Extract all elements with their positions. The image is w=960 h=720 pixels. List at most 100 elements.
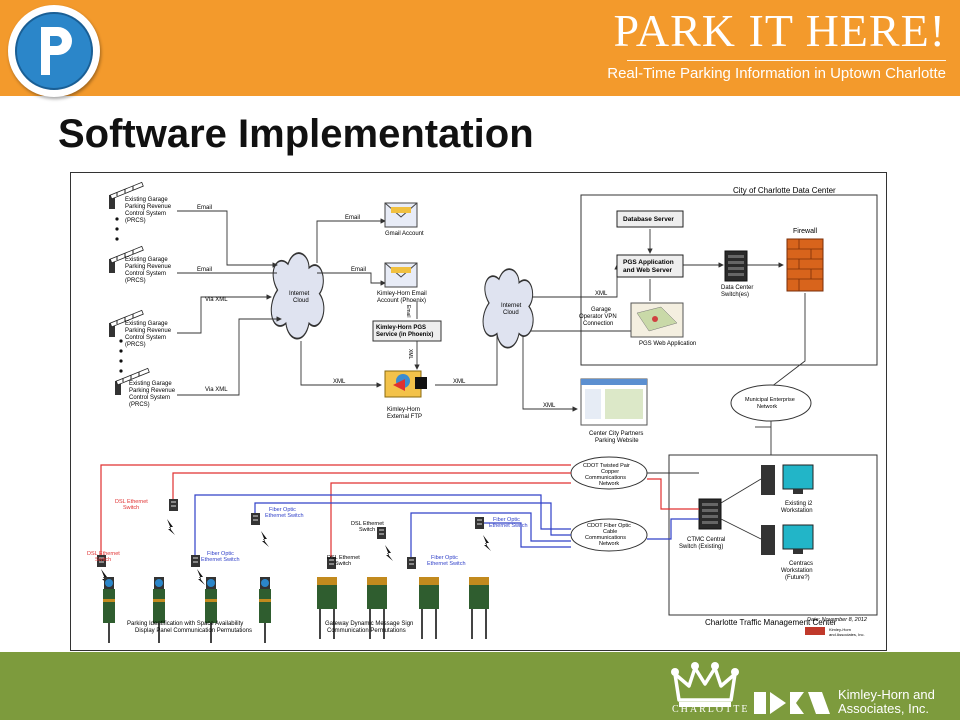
dsl-switch-icon-4 xyxy=(377,527,386,539)
parking-p-icon xyxy=(8,5,100,97)
edge-label-email-3: Email xyxy=(345,215,360,221)
parking-panel-4 xyxy=(259,577,271,643)
fiber-switch-icon-3 xyxy=(407,557,416,569)
gmail-label: Gmail Account xyxy=(385,231,424,237)
fiber-switch-icon-4 xyxy=(475,517,484,529)
svg-text:Parking Identification with Sp: Parking Identification with Space Availa… xyxy=(127,621,252,634)
brand-block: PARK IT HERE! Real-Time Parking Informat… xyxy=(607,4,946,83)
diagram-date: Date: November 8, 2012 xyxy=(807,617,867,623)
tmc-label: Charlotte Traffic Management Center xyxy=(705,618,837,627)
edge-label-via-xml-1: Via XML xyxy=(205,297,228,303)
firewall-label: Firewall xyxy=(793,228,818,235)
edge-label-xml-3: XML xyxy=(543,403,556,409)
kimley-horn-logo-icon xyxy=(754,692,830,714)
fiber-network-lines xyxy=(194,494,699,559)
firewall-icon xyxy=(786,238,824,292)
fiber-switch-icon-2 xyxy=(251,513,260,525)
edge-label-email-2: Email xyxy=(197,267,212,273)
kh-pgs-box xyxy=(372,320,442,342)
parking-panel-1 xyxy=(103,577,115,643)
brand-subtitle: Real-Time Parking Information in Uptown … xyxy=(607,65,946,82)
dms-sign-4 xyxy=(469,577,489,639)
edge-label-via-xml-2: Via XML xyxy=(205,387,228,393)
edge-label-email-1: Email xyxy=(197,205,212,211)
data-center-switch-icon xyxy=(724,250,748,282)
i2-workstation-icon xyxy=(761,464,814,495)
tmc-box xyxy=(668,454,878,616)
pgs-web-app-screenshot xyxy=(630,302,684,338)
edge-label-xml-4: XML xyxy=(595,291,608,297)
footer-bar xyxy=(0,652,960,720)
network-diagram: City of Charlotte Data Center Charlotte … xyxy=(70,172,887,651)
ellipsis-dots xyxy=(115,217,123,373)
charlotte-crown-icon xyxy=(671,662,739,707)
footer-city-label: CHARLOTTE xyxy=(672,704,750,715)
edge-label-xml-1: XML xyxy=(333,379,346,385)
ctmc-switch-icon xyxy=(698,498,722,530)
brand-title: PARK IT HERE! xyxy=(613,5,946,56)
ccp-website-screenshot xyxy=(580,378,648,426)
kh-email-envelope-icon xyxy=(384,262,418,288)
footer-kha-label: Kimley-Horn and Associates, Inc. xyxy=(838,687,935,716)
edge-label-email-4: Email xyxy=(351,267,366,273)
edge-label-xml-v: XML xyxy=(407,349,413,360)
brand-divider xyxy=(627,60,946,61)
gmail-envelope-icon xyxy=(384,202,418,228)
edge-label-xml-2: XML xyxy=(453,379,466,385)
slide-title: Software Implementation xyxy=(58,112,534,156)
ftp-folder-icon xyxy=(384,370,427,398)
database-server-label: Database Server xyxy=(623,216,674,223)
copper-network-lines xyxy=(100,464,699,559)
data-center-label: City of Charlotte Data Center xyxy=(733,186,836,195)
fiber-switch-icon-1 xyxy=(191,555,200,567)
pgs-app-box xyxy=(616,254,684,278)
header-bar: PARK IT HERE! Real-Time Parking Informat… xyxy=(0,0,960,97)
centracs-workstation-icon xyxy=(761,524,814,555)
dms-sign-3 xyxy=(419,577,439,639)
pgs-web-app-label: PGS Web Application xyxy=(639,341,696,347)
data-center-box xyxy=(580,194,878,366)
dsl-switch-icon-2 xyxy=(169,499,178,511)
edge-label-email-v: Email xyxy=(405,305,411,318)
database-server-box xyxy=(616,210,684,228)
